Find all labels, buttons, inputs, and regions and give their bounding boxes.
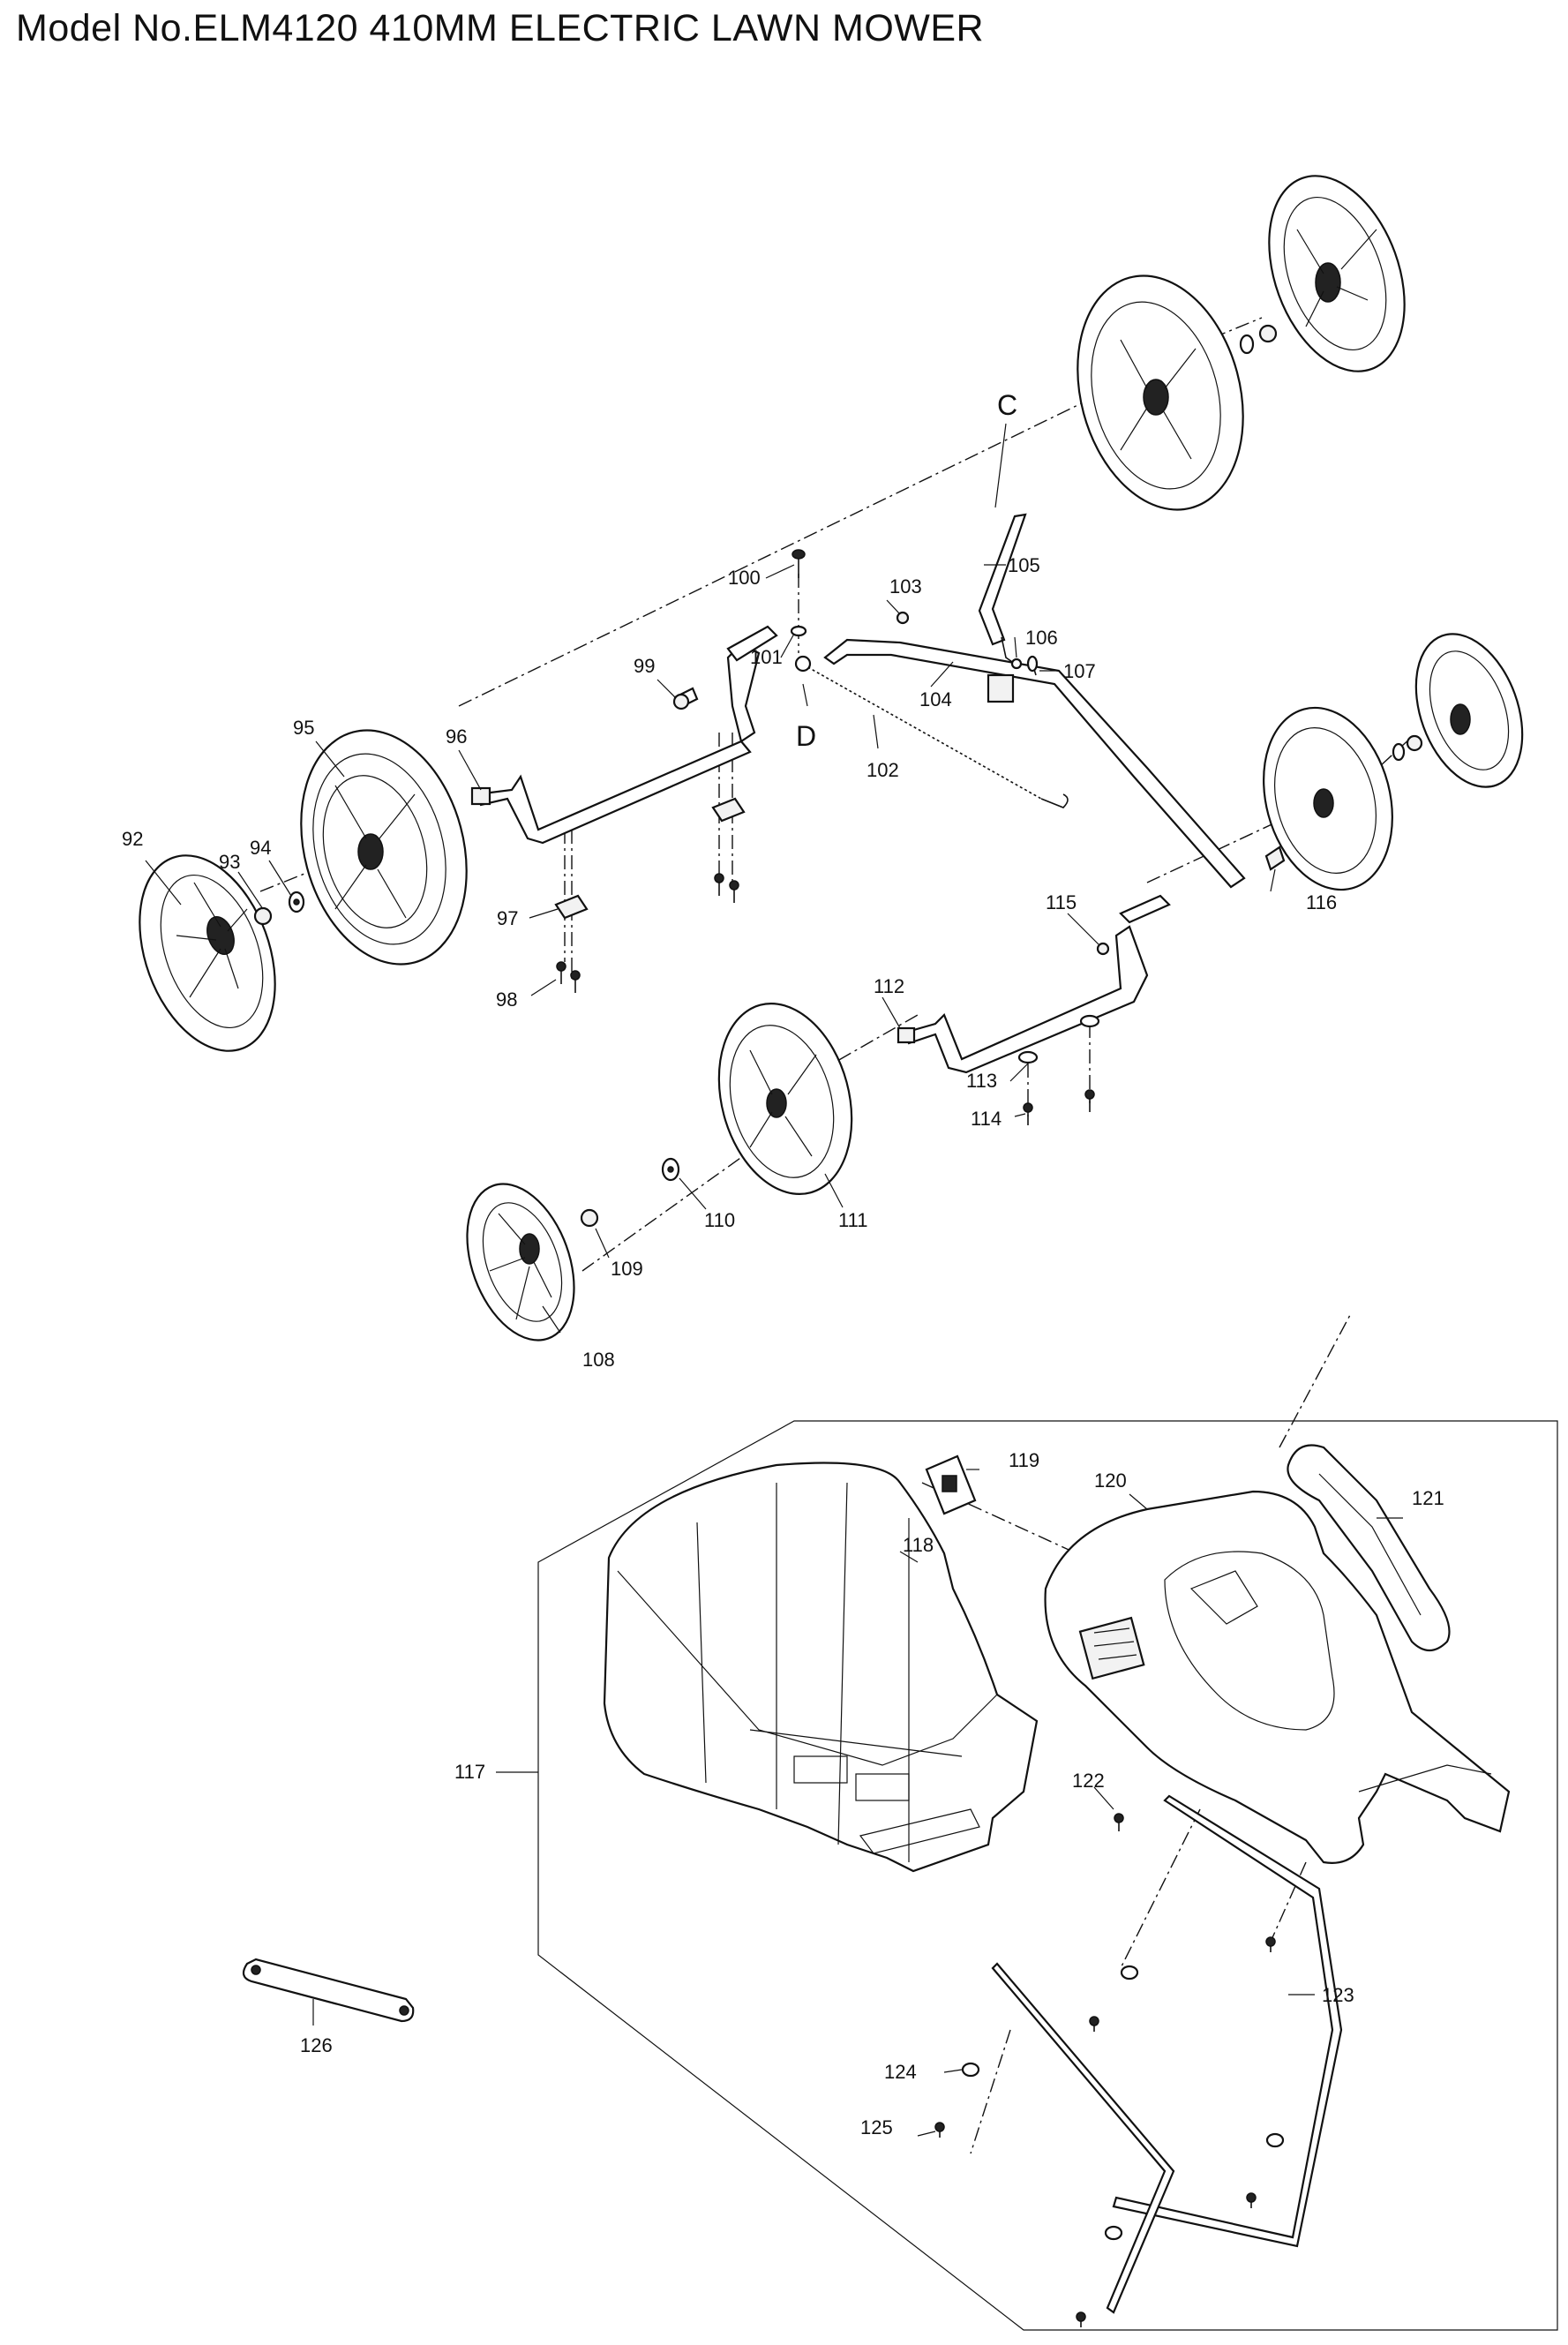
callout-93: 93 [219, 851, 240, 873]
wheel-front-right [1263, 706, 1393, 891]
spring-102 [794, 655, 1069, 808]
callout-119: 119 [1009, 1449, 1039, 1471]
callout-116: 116 [1306, 891, 1337, 913]
washer-113 [1017, 1050, 1039, 1064]
handle-121 [1287, 1444, 1451, 1652]
bolt-116 [1264, 846, 1286, 871]
switch-plate-119 [925, 1454, 977, 1515]
callout-123: 123 [1322, 1984, 1354, 2006]
callout-96: 96 [446, 725, 467, 748]
hubcap-108 [466, 1183, 575, 1342]
bolt-99 [672, 687, 699, 710]
callout-92: 92 [122, 828, 143, 850]
grass-box-outline-117 [537, 1420, 1558, 2331]
callout-104: 104 [919, 688, 952, 710]
screw-122 [1114, 1813, 1124, 1831]
callout-115: 115 [1046, 891, 1077, 913]
washer-101 [790, 625, 807, 637]
callout-95: 95 [293, 717, 314, 739]
callout-118: 118 [903, 1534, 934, 1556]
clip-97-right [711, 797, 746, 823]
callout-99: 99 [634, 655, 655, 677]
callout-112: 112 [874, 975, 904, 997]
callout-100: 100 [728, 567, 761, 589]
assembly-lines [259, 317, 1413, 2154]
wheel-111 [717, 1003, 853, 1195]
callout-106: 106 [1025, 627, 1058, 649]
callout-107: 107 [1063, 660, 1096, 682]
rear-bar-104 [823, 638, 1246, 889]
washer-110 [661, 1157, 680, 1182]
washer-right-rear [1239, 334, 1255, 355]
front-axle-112 [897, 894, 1171, 1074]
callout-105: 105 [1008, 554, 1040, 576]
wheel-95 [300, 729, 468, 966]
clip-106 [1001, 636, 1023, 670]
callout-125: 125 [860, 2116, 893, 2138]
callout-124: 124 [884, 2061, 917, 2083]
washer-front-right [1392, 742, 1406, 762]
screws-98 [556, 873, 739, 993]
screw-114 [1023, 1089, 1095, 1125]
callout-94: 94 [250, 837, 271, 859]
nut-109 [580, 1208, 599, 1228]
callout-101: 101 [750, 646, 783, 668]
callout-98: 98 [496, 988, 517, 1011]
washers-124 [961, 1965, 1285, 2241]
clip-97-left [554, 894, 589, 920]
frame-123 [991, 1794, 1343, 2314]
callout-122: 122 [1072, 1770, 1105, 1792]
callout-114: 114 [971, 1108, 1002, 1130]
nut-115 [1096, 942, 1110, 956]
wheel-right-rear [1077, 274, 1244, 511]
callout-109: 109 [611, 1258, 643, 1280]
nut-right-rear [1258, 324, 1278, 343]
washer-right-113 [1079, 1014, 1100, 1028]
hubcap-right-rear [1268, 175, 1406, 372]
nut-front-right [1406, 734, 1423, 752]
screws-125 [934, 1936, 1276, 2327]
callout-97: 97 [497, 907, 518, 929]
hubcap-92 [139, 854, 276, 1052]
pin-107 [1026, 655, 1039, 676]
leader-lines [145, 423, 1403, 2137]
lever-105 [978, 513, 1027, 646]
callout-121: 121 [1412, 1487, 1444, 1509]
page-title: Model No.ELM4120 410MM ELECTRIC LAWN MOW… [16, 7, 985, 49]
rear-axle-96 [470, 625, 778, 845]
screw-100 [792, 549, 806, 578]
callout-103: 103 [889, 575, 922, 598]
callout-C: C [997, 389, 1017, 421]
hubcap-front-right [1414, 633, 1524, 788]
callout-102: 102 [867, 759, 899, 781]
handle-housing-120 [1044, 1490, 1511, 1864]
callout-120: 120 [1094, 1469, 1127, 1492]
callout-108: 108 [582, 1349, 615, 1371]
callout-113: 113 [966, 1070, 997, 1092]
nut-103 [896, 611, 910, 625]
nut-93 [253, 906, 273, 926]
link-126 [242, 1958, 415, 2023]
callout-labels: C D 92 93 94 95 96 97 98 99 100 101 102 … [122, 389, 1444, 2138]
callout-110: 110 [704, 1209, 735, 1231]
callout-126: 126 [300, 2034, 333, 2056]
grass-box-118 [603, 1462, 1039, 1873]
callout-117: 117 [454, 1761, 485, 1783]
callout-111: 111 [838, 1209, 867, 1231]
washer-94 [288, 891, 305, 913]
callout-D: D [796, 720, 816, 752]
